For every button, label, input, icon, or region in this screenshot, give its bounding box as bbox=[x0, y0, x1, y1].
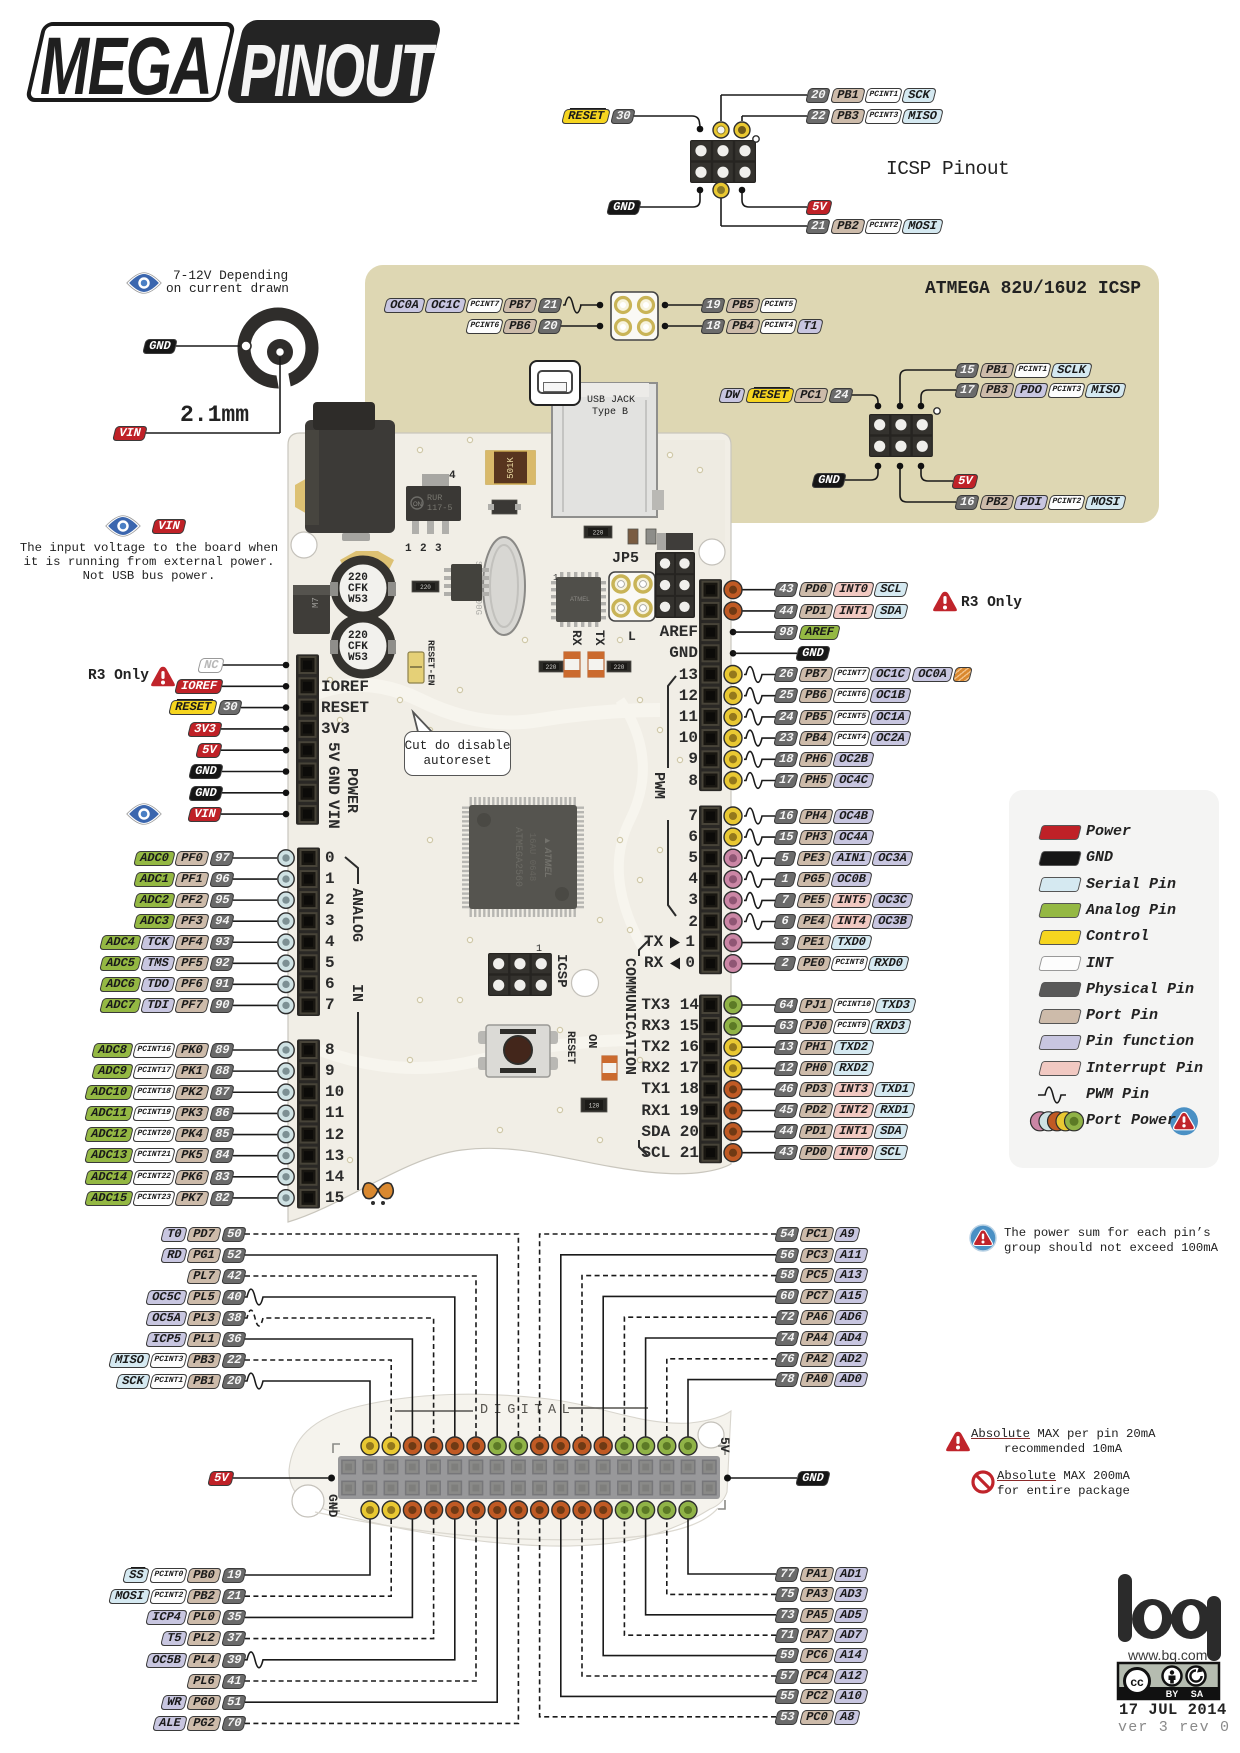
svg-text:ATMEGA2560: ATMEGA2560 bbox=[512, 827, 523, 887]
svg-text:DIGITAL: DIGITAL bbox=[480, 1403, 575, 1418]
svg-text:501K: 501K bbox=[506, 457, 516, 479]
svg-text:220: 220 bbox=[593, 530, 604, 537]
svg-text:16AU 0648: 16AU 0648 bbox=[527, 833, 537, 882]
svg-text:SA: SA bbox=[1191, 1689, 1204, 1699]
svg-text:W53: W53 bbox=[348, 652, 368, 664]
svg-text:220: 220 bbox=[614, 664, 625, 671]
svg-text:cc: cc bbox=[1130, 1675, 1144, 1689]
svg-text:220: 220 bbox=[420, 584, 431, 591]
svg-text:117-5: 117-5 bbox=[427, 503, 453, 513]
svg-text:BY: BY bbox=[1166, 1689, 1179, 1699]
svg-text:RUR: RUR bbox=[427, 493, 442, 503]
svg-text:M7: M7 bbox=[311, 597, 321, 608]
svg-text:220: 220 bbox=[348, 630, 368, 642]
svg-text:W53: W53 bbox=[348, 594, 368, 606]
svg-text:ON: ON bbox=[413, 502, 422, 508]
svg-text:1: 1 bbox=[536, 944, 542, 955]
svg-text:▲ ATMEL: ▲ ATMEL bbox=[543, 836, 553, 877]
svg-text:120: 120 bbox=[589, 1103, 600, 1110]
svg-text:ATMEL: ATMEL bbox=[570, 597, 590, 603]
svg-text:220: 220 bbox=[546, 664, 557, 671]
svg-text:CFK: CFK bbox=[348, 641, 368, 653]
svg-text:220: 220 bbox=[348, 572, 368, 584]
svg-text:1: 1 bbox=[553, 573, 558, 583]
svg-text:CFK: CFK bbox=[348, 583, 368, 595]
